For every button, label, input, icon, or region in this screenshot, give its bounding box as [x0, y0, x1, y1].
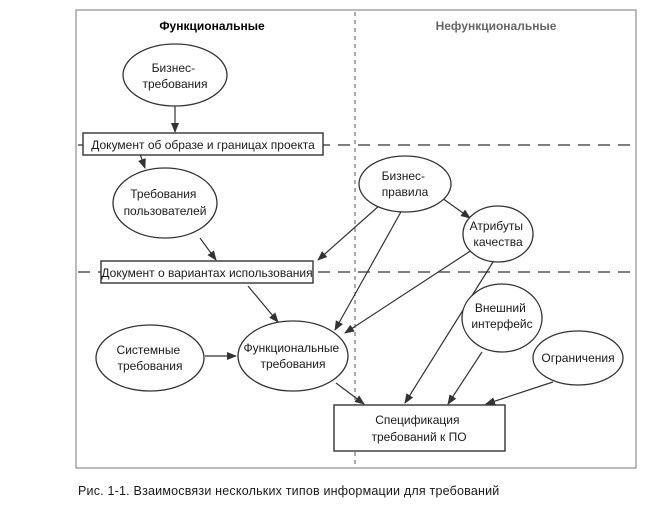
- node-system-requirements: Системные требования: [95, 324, 205, 392]
- node-business-rules: Бизнес- правила: [358, 155, 452, 213]
- node-label-line: Системные: [117, 343, 181, 357]
- arrow-usecase-to-functional: [247, 285, 279, 323]
- node-label-line: Бизнес-: [382, 169, 425, 183]
- node-label-line: пользователей: [124, 204, 207, 218]
- node-label-line: Спецификация: [375, 413, 459, 427]
- arrow-functional-to-srs: [335, 382, 365, 405]
- column-header-nonfunctional: Нефункциональные: [436, 19, 557, 33]
- arrow-constraints-to-srs: [485, 381, 554, 405]
- node-label-line: требования: [143, 77, 208, 91]
- svg-text:Спецификация требовани: Спецификация требований к ПО: [371, 413, 466, 444]
- svg-text:Требования пользовател: Требования пользователей: [124, 187, 207, 218]
- arrow-rules-to-usecase: [317, 204, 381, 261]
- node-user-requirements: Требования пользователей: [112, 167, 218, 239]
- node-label-line: правила: [382, 185, 429, 199]
- svg-text:Ограничения: Ограничения: [541, 351, 614, 365]
- requirements-diagram: Функциональные Нефункциональные Биз: [75, 9, 637, 469]
- column-header-functional: Функциональные: [159, 19, 265, 33]
- node-label-line: Бизнес-: [152, 61, 195, 75]
- svg-text:Бизнес- правила: Бизнес- правила: [382, 169, 429, 199]
- node-label-line: качества: [473, 235, 523, 249]
- figure-caption: Рис. 1-1. Взаимосвязи нескольких типов и…: [78, 484, 500, 498]
- node-label-line: интерфейс: [471, 317, 532, 331]
- node-label-line: требования: [118, 359, 183, 373]
- arrow-external-to-srs: [447, 351, 483, 405]
- node-label-line: Внешний: [475, 301, 526, 315]
- node-quality-attributes: Атрибуты качества: [462, 205, 534, 263]
- arrow-user-to-usecase: [199, 237, 217, 261]
- arrows: [138, 106, 554, 405]
- svg-text:Документ о вариантах использов: Документ о вариантах использования: [101, 266, 312, 280]
- node-label-line: Функциональные: [243, 341, 339, 355]
- node-external-interface: Внешний интерфейс: [461, 283, 543, 353]
- node-label-line: Требования: [130, 187, 196, 201]
- svg-text:Бизнес- требования: Бизнес- требования: [143, 61, 208, 91]
- node-label-line: Документ об образе и границах проекта: [91, 138, 315, 152]
- node-software-requirements-spec: Спецификация требований к ПО: [333, 404, 506, 452]
- arrow-rules-to-quality: [441, 197, 471, 219]
- node-label-line: Документ о вариантах использования: [101, 266, 312, 280]
- node-business-requirements: Бизнес- требования: [122, 43, 228, 107]
- diagram-frame: [75, 9, 637, 469]
- arrow-quality-to-srs: [404, 261, 494, 404]
- svg-text:Атрибуты качества: Атрибуты качества: [470, 219, 527, 249]
- node-label-line: Ограничения: [541, 351, 614, 365]
- node-functional-requirements: Функциональные требования: [237, 320, 349, 392]
- arrow-quality-to-functional: [344, 247, 476, 334]
- svg-text:Системные требования: Системные требования: [117, 343, 184, 373]
- node-label-line: Атрибуты: [470, 219, 523, 233]
- node-constraints: Ограничения: [532, 330, 624, 386]
- arrow-rules-to-functional: [334, 209, 403, 331]
- svg-text:Внешний интерфейс: Внешний интерфейс: [471, 301, 532, 331]
- node-label-line: требований к ПО: [371, 430, 466, 444]
- node-vision-document: Документ об образе и границах проекта: [82, 132, 324, 156]
- svg-text:Документ об образе и границах: Документ об образе и границах проекта: [91, 138, 315, 152]
- node-use-case-document: Документ о вариантах использования: [100, 260, 314, 284]
- arrow-vision-to-user: [138, 153, 146, 169]
- node-label-line: требования: [261, 357, 326, 371]
- svg-text:Функциональные требова: Функциональные требования: [243, 341, 342, 371]
